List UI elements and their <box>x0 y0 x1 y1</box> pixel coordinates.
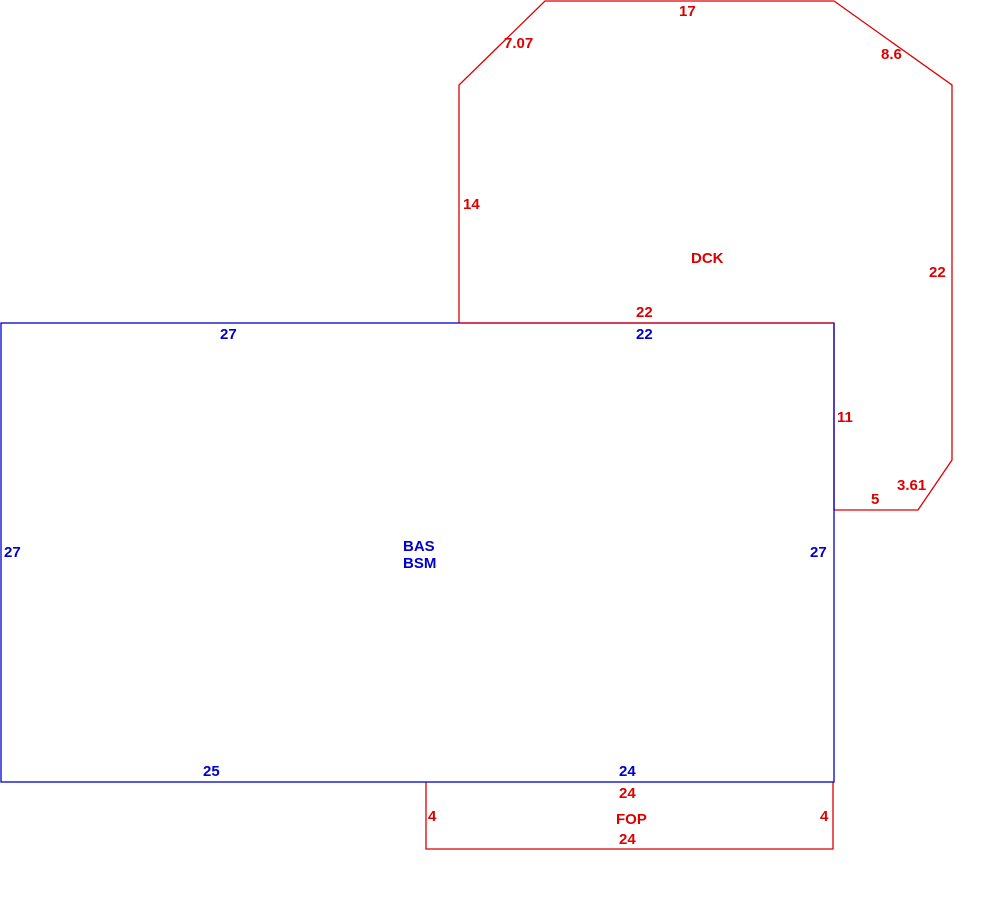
deck-dim-top-right-diagonal: 8.6 <box>881 46 902 63</box>
area-code-dck: DCK <box>691 250 724 267</box>
deck-dim-top-left-diagonal: 7.07 <box>504 35 533 52</box>
area-code-bas: BAS <box>403 538 435 555</box>
porch-dim-right: 4 <box>820 808 829 825</box>
area-code-bsm: BSM <box>403 555 436 572</box>
deck-dim-right: 22 <box>929 264 946 281</box>
deck-dim-bottom: 22 <box>636 304 653 321</box>
main-dim-top-right: 22 <box>636 326 653 343</box>
main-area-outline <box>0 322 835 783</box>
porch-dim-top: 24 <box>619 785 636 802</box>
deck-dim-bottom-right-diagonal: 3.61 <box>897 477 926 494</box>
deck-outline <box>458 0 953 511</box>
main-dim-bottom-right: 24 <box>619 763 636 780</box>
deck-dim-left: 14 <box>463 196 480 213</box>
main-dim-left: 27 <box>4 544 21 561</box>
porch-outline <box>425 782 834 850</box>
deck-dim-connector: 11 <box>837 409 853 426</box>
main-dim-bottom-left: 25 <box>203 763 220 780</box>
area-code-fop: FOP <box>616 811 647 828</box>
deck-dim-top: 17 <box>679 3 696 20</box>
main-dim-top-left: 27 <box>220 326 237 343</box>
deck-dim-foot: 5 <box>871 491 879 508</box>
porch-dim-left: 4 <box>428 808 437 825</box>
porch-dim-bottom: 24 <box>619 831 636 848</box>
main-dim-right: 27 <box>810 544 827 561</box>
